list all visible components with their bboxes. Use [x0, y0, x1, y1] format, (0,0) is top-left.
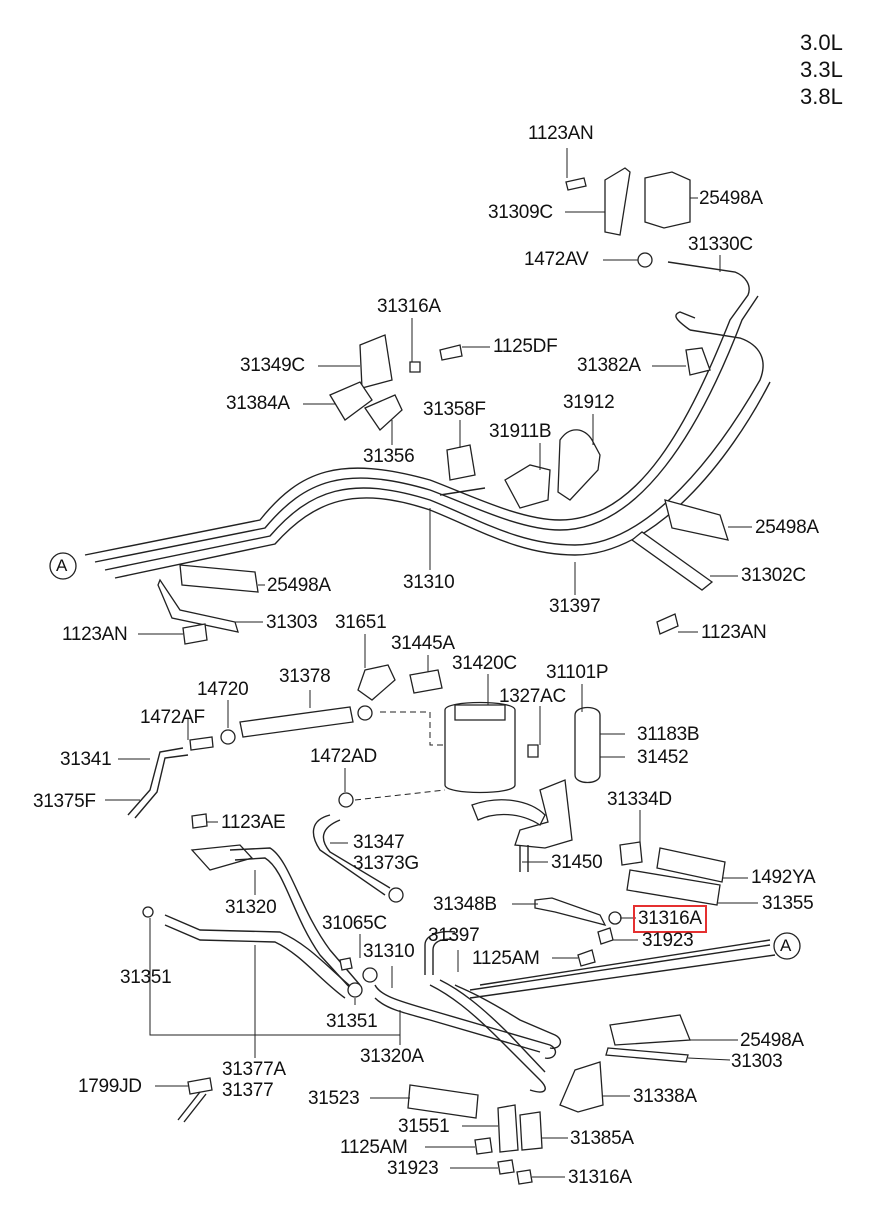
connector-a-circle-right	[773, 932, 801, 960]
connector-a-label: A	[780, 936, 792, 955]
part-label-highlighted[interactable]: 31316A	[633, 905, 707, 933]
engine-variant-label: 3.3L	[800, 57, 843, 82]
part-label[interactable]: 31378	[279, 666, 331, 687]
part-label[interactable]: 31310	[363, 941, 415, 962]
part-label[interactable]: 1123AN	[701, 622, 767, 643]
part-label[interactable]: 31651	[335, 612, 387, 633]
part-label[interactable]: 31183B	[637, 724, 700, 745]
part-label[interactable]: 31397	[549, 596, 601, 617]
part-label[interactable]: 31384A	[226, 393, 290, 414]
main-fuel-lines	[84, 261, 771, 579]
part-label[interactable]: 31349C	[240, 355, 305, 376]
part-label[interactable]: 31912	[563, 392, 615, 413]
part-label[interactable]: 31377A	[222, 1059, 286, 1080]
part-label[interactable]: 1472AD	[310, 746, 377, 767]
part-label[interactable]: 31341	[60, 749, 112, 770]
part-label[interactable]: 31330C	[688, 234, 753, 255]
part-label[interactable]: 1492YA	[751, 867, 816, 888]
part-label[interactable]: 25498A	[740, 1030, 804, 1051]
part-label[interactable]: 31101P	[546, 662, 609, 683]
part-label[interactable]: 25498A	[267, 575, 331, 596]
engine-variant-label: 3.0L	[800, 30, 843, 55]
part-label[interactable]: 31310	[403, 572, 455, 593]
part-label[interactable]: 1472AV	[524, 249, 589, 270]
part-label[interactable]: 31523	[308, 1088, 360, 1109]
top-brackets	[157, 167, 729, 645]
part-label[interactable]: 1125AM	[472, 948, 540, 969]
part-label[interactable]: 31303	[731, 1051, 783, 1072]
lower-components	[142, 813, 776, 1185]
part-label[interactable]: 31320A	[360, 1046, 424, 1067]
part-label[interactable]: 31316A	[377, 296, 441, 317]
part-label[interactable]: 1125AM	[340, 1137, 408, 1158]
part-label[interactable]: 31356	[363, 446, 415, 467]
part-label[interactable]: 31347	[353, 832, 405, 853]
part-label[interactable]: 31065C	[322, 913, 387, 934]
part-label[interactable]: 31375F	[33, 791, 96, 812]
connector-a-label: A	[56, 556, 68, 575]
engine-variant-label: 3.8L	[800, 84, 843, 109]
part-label[interactable]: 31351	[326, 1011, 378, 1032]
part-label[interactable]: 31338A	[633, 1086, 697, 1107]
part-label[interactable]: 1123AE	[221, 812, 286, 833]
part-label[interactable]: 31445A	[391, 633, 455, 654]
part-label[interactable]: 31551	[398, 1116, 450, 1137]
part-label[interactable]: 31355	[762, 893, 814, 914]
part-label[interactable]: 31303	[266, 612, 318, 633]
part-label[interactable]: 1123AN	[528, 123, 594, 144]
part-label[interactable]: 31382A	[577, 355, 641, 376]
part-label[interactable]: 1123AN	[62, 624, 128, 645]
part-label[interactable]: 31923	[387, 1158, 439, 1179]
part-label[interactable]: 31351	[120, 967, 172, 988]
part-label[interactable]: 1799JD	[78, 1076, 142, 1097]
part-label[interactable]: 31420C	[452, 653, 517, 674]
part-label[interactable]: 31377	[222, 1080, 274, 1101]
part-label[interactable]: 31373G	[353, 853, 419, 874]
part-label[interactable]: 31923	[642, 930, 694, 951]
part-label[interactable]: 31450	[551, 852, 603, 873]
part-label[interactable]: 31911B	[489, 421, 552, 442]
connector-a-circle-left	[49, 552, 77, 580]
part-label[interactable]: 1472AF	[140, 707, 205, 728]
part-label[interactable]: 31452	[637, 747, 689, 768]
part-label[interactable]: 31385A	[570, 1128, 634, 1149]
part-label[interactable]: 31358F	[423, 399, 486, 420]
part-label[interactable]: 31309C	[488, 202, 553, 223]
part-label[interactable]: 1327AC	[499, 686, 566, 707]
part-label[interactable]: 1125DF	[493, 336, 558, 357]
part-label[interactable]: 14720	[197, 679, 249, 700]
part-label[interactable]: 25498A	[699, 188, 763, 209]
part-label[interactable]: 25498A	[755, 517, 819, 538]
middle-components	[127, 664, 726, 906]
part-label[interactable]: 31302C	[741, 565, 806, 586]
part-label[interactable]: 31334D	[607, 789, 672, 810]
part-label[interactable]: 31320	[225, 897, 277, 918]
leader-lines	[105, 148, 758, 1178]
part-label[interactable]: 31348B	[433, 894, 497, 915]
part-label[interactable]: 31397	[428, 925, 480, 946]
part-label[interactable]: 31316A	[568, 1167, 632, 1188]
